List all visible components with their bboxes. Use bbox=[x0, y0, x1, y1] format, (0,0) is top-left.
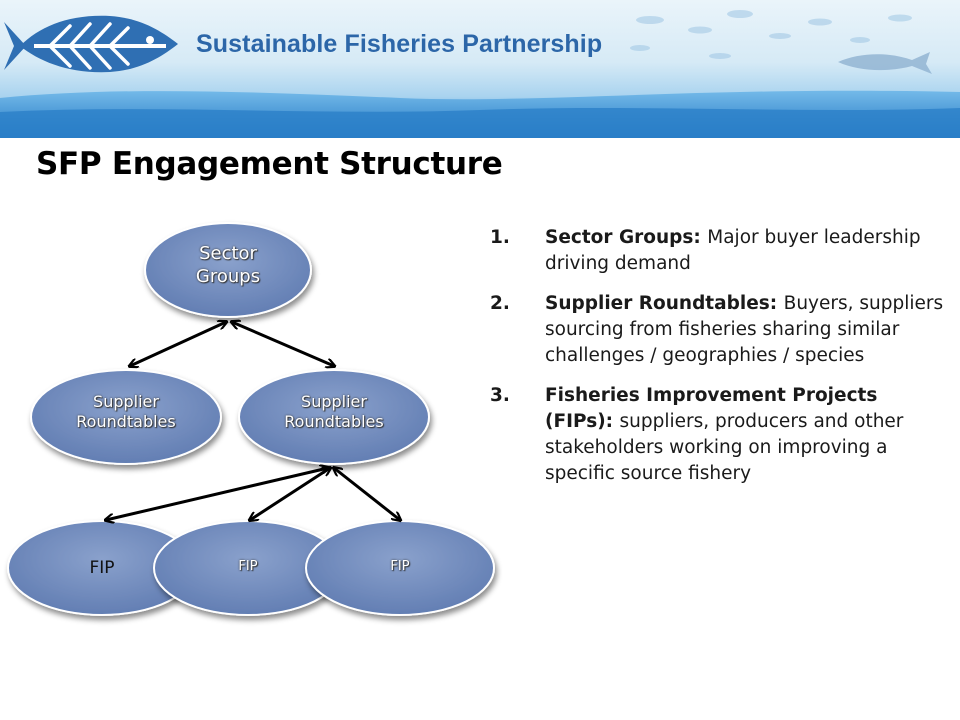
list-item-term: Supplier Roundtables: bbox=[545, 293, 784, 314]
list-item-text: suppliers, producers and other stakehold… bbox=[545, 411, 904, 484]
label-fip-3: FIP bbox=[390, 559, 410, 574]
slide-title: SFP Engagement Structure bbox=[36, 146, 503, 182]
list-item-number: 2. bbox=[490, 293, 510, 314]
engagement-structure-diagram: Sector Groups Supplier Roundtables Suppl… bbox=[0, 200, 520, 640]
list-item-number: 3. bbox=[490, 385, 510, 406]
engagement-levels-list: 1. Sector Groups: Major buyer leadership… bbox=[490, 225, 950, 501]
fish-silhouette-icon bbox=[838, 52, 932, 74]
arrow-roundtable-to-fip-2 bbox=[250, 468, 330, 520]
list-item-term: Sector Groups: bbox=[545, 227, 708, 248]
label-sector-groups: Sector Groups bbox=[195, 243, 261, 287]
label-fip-1: FIP bbox=[89, 558, 115, 578]
list-item-term: Fisheries Improvement Projects (FIPs): bbox=[545, 385, 878, 432]
label-supplier-roundtables-left: Supplier Roundtables bbox=[76, 392, 176, 431]
label-supplier-roundtables-right: Supplier Roundtables bbox=[284, 392, 384, 431]
arrow-sector-to-roundtable-left bbox=[130, 322, 226, 366]
sfp-logo-icon bbox=[4, 15, 178, 73]
list-item-text: Buyers, suppliers sourcing from fisherie… bbox=[545, 293, 944, 366]
diagram-canvas bbox=[7, 222, 495, 616]
node-sector-groups bbox=[144, 222, 312, 318]
arrow-roundtable-to-fip-1 bbox=[106, 468, 328, 520]
list-item-text: Major buyer leadership driving demand bbox=[545, 227, 921, 274]
list-item: 2. Supplier Roundtables: Buyers, supplie… bbox=[490, 291, 950, 369]
list-item-number: 1. bbox=[490, 227, 510, 248]
list-item: 3. Fisheries Improvement Projects (FIPs)… bbox=[490, 383, 950, 487]
ocean-background bbox=[0, 10, 960, 138]
list-item: 1. Sector Groups: Major buyer leadership… bbox=[490, 225, 950, 277]
organization-name: Sustainable Fisheries Partnership bbox=[196, 30, 603, 58]
header-banner: Sustainable Fisheries Partnership bbox=[0, 0, 960, 138]
arrow-sector-to-roundtable-right bbox=[232, 322, 334, 366]
arrow-roundtable-to-fip-3 bbox=[334, 468, 400, 520]
label-fip-2: FIP bbox=[238, 559, 258, 574]
node-supplier-roundtables-right bbox=[238, 369, 430, 465]
